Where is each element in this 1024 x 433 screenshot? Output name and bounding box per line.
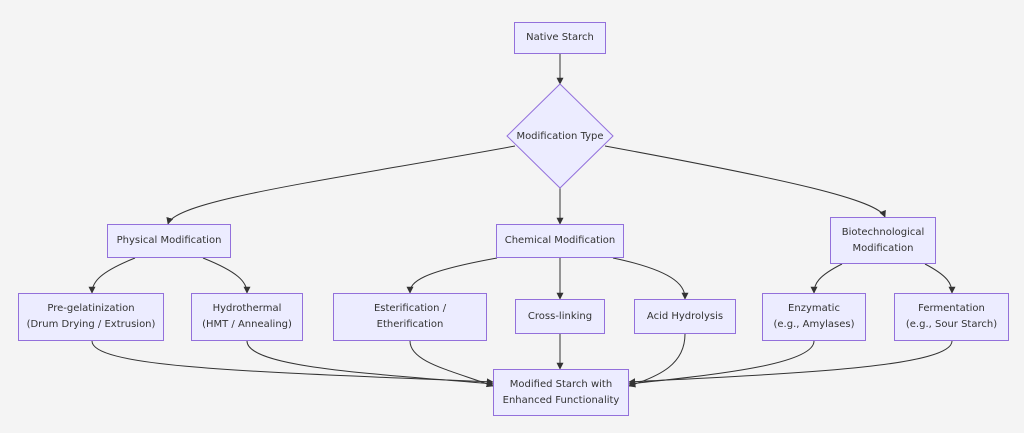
- edge-biotech-to-enzymatic: [810, 263, 843, 294]
- edge-decision-to-physical: [166, 145, 516, 225]
- node-esterification-etherification: Esterification / Etherification: [333, 293, 487, 341]
- node-chemical-modification: Chemical Modification: [496, 224, 624, 258]
- edge-esterification-to-result: [409, 340, 494, 388]
- node-hydrothermal: Hydrothermal (HMT / Annealing): [191, 293, 303, 341]
- node-native-starch: Native Starch: [514, 22, 606, 54]
- edge-chemical-to-esterification: [406, 257, 498, 294]
- node-modified-starch-result: Modified Starch with Enhanced Functional…: [493, 369, 629, 416]
- edge-physical-to-pregel: [88, 257, 136, 294]
- edge-fermentation-to-result: [628, 340, 953, 386]
- node-pre-gelatinization: Pre-gelatinization (Drum Drying / Extrus…: [18, 293, 164, 341]
- node-physical-modification: Physical Modification: [107, 224, 231, 258]
- edge-decision-to-biotech: [604, 145, 886, 218]
- node-cross-linking: Cross-linking: [515, 299, 605, 334]
- edge-pregel-to-result: [91, 340, 494, 386]
- decision-diamond: [506, 83, 614, 189]
- node-enzymatic: Enzymatic (e.g., Amylases): [762, 293, 866, 341]
- node-modification-type-label: Modification Type: [516, 130, 604, 142]
- edge-physical-to-hydrothermal: [202, 257, 251, 294]
- edge-chemical-to-acid: [612, 257, 689, 300]
- node-acid-hydrolysis: Acid Hydrolysis: [634, 299, 736, 334]
- edge-biotech-to-fermentation: [924, 263, 956, 294]
- edge-hydrothermal-to-result: [246, 340, 494, 387]
- node-fermentation: Fermentation (e.g., Sour Starch): [894, 293, 1009, 341]
- node-biotechnological-modification: Biotechnological Modification: [830, 217, 936, 264]
